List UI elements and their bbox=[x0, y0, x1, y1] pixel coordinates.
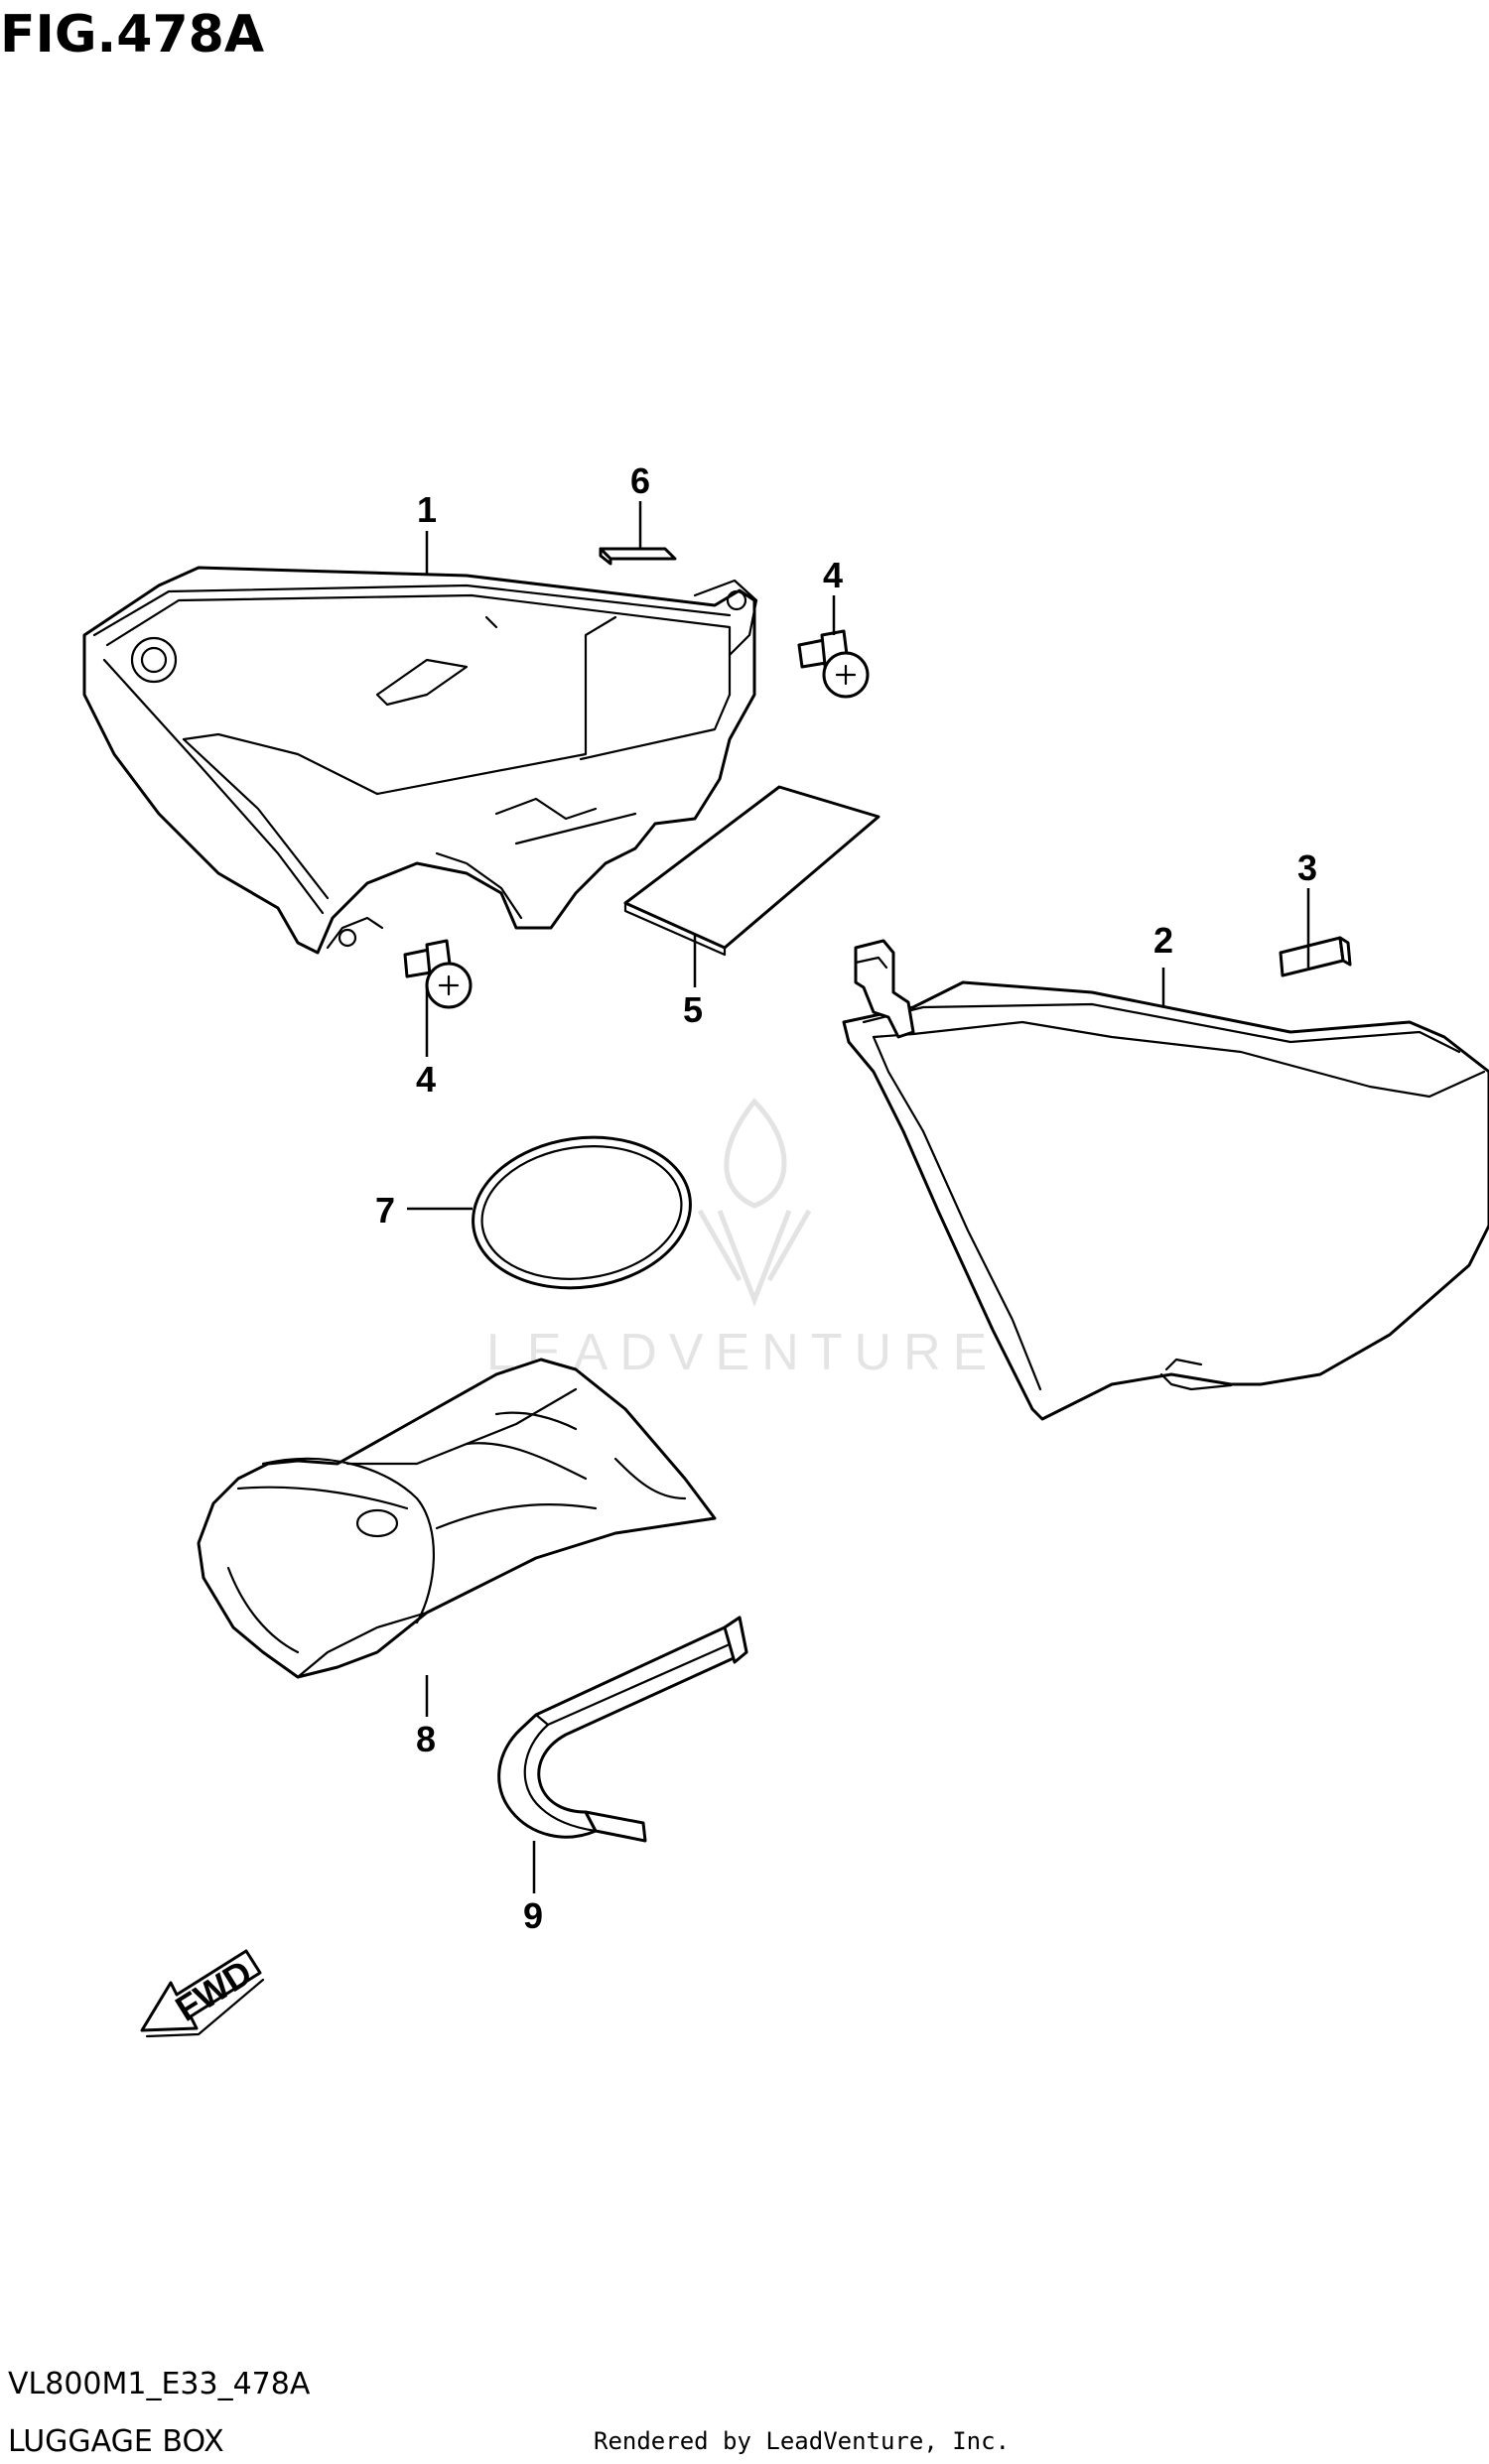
screw-upper bbox=[797, 629, 870, 699]
screw-lower bbox=[403, 939, 473, 1009]
figure-title: FIG.478A bbox=[0, 5, 264, 65]
callout-8: 8 bbox=[416, 1719, 436, 1759]
callout-4-upper: 4 bbox=[823, 555, 843, 595]
callout-2: 2 bbox=[1153, 920, 1173, 961]
callout-numbers: 1 2 3 4 4 5 6 7 8 9 bbox=[375, 460, 1317, 1936]
hex-key bbox=[497, 1616, 748, 1843]
block-part-3 bbox=[1279, 936, 1352, 977]
callout-1: 1 bbox=[417, 489, 437, 530]
callout-5: 5 bbox=[683, 989, 703, 1030]
rendered-by-credit: Rendered by LeadVenture, Inc. bbox=[594, 2427, 1010, 2455]
leader-lines bbox=[407, 501, 1310, 1893]
forward-direction-arrow: FWD bbox=[140, 1949, 265, 2038]
callout-9: 9 bbox=[523, 1895, 543, 1936]
figure-name: LUGGAGE BOX bbox=[8, 2424, 224, 2459]
luggage-box-tray bbox=[82, 566, 758, 955]
callout-6: 6 bbox=[630, 460, 650, 501]
pad-part-5 bbox=[623, 785, 880, 957]
callout-4-lower: 4 bbox=[416, 1059, 436, 1100]
callout-7: 7 bbox=[375, 1190, 395, 1231]
side-cover bbox=[842, 939, 1489, 1421]
o-ring bbox=[472, 1135, 692, 1290]
tool-bag bbox=[197, 1358, 717, 1679]
figure-code: VL800M1_E33_478A bbox=[8, 2367, 311, 2401]
callout-3: 3 bbox=[1297, 847, 1317, 888]
label-part-6 bbox=[599, 547, 677, 566]
